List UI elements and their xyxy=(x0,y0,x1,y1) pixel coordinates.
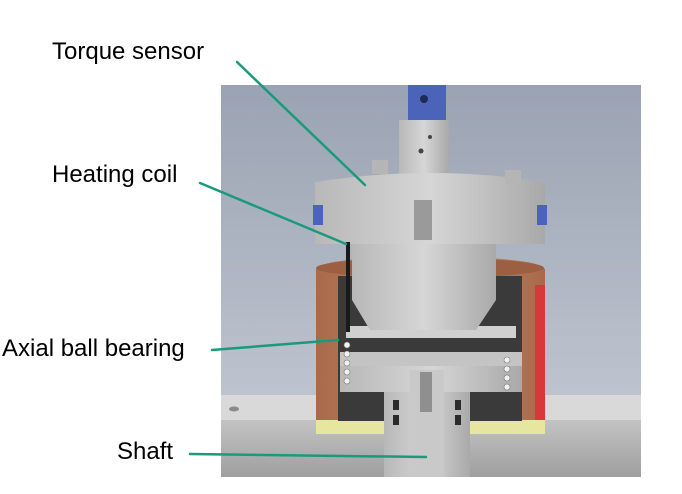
flange-bolt-right xyxy=(505,170,521,184)
flange-bolt-left xyxy=(372,160,388,174)
base-hole xyxy=(229,406,239,412)
shaft-bearing-balls xyxy=(393,400,461,425)
coil-wire xyxy=(346,242,350,332)
sensor-body xyxy=(352,244,496,330)
leader-torque-sensor xyxy=(235,60,367,187)
label-torque-sensor: Torque sensor xyxy=(52,38,205,65)
sensor-body-slot xyxy=(414,200,432,240)
coupling-screw xyxy=(420,95,428,103)
neck-hole xyxy=(418,148,424,154)
leader-axial-ball-bearing xyxy=(210,338,340,352)
leader-lines xyxy=(188,60,428,459)
label-shaft: Shaft xyxy=(117,438,174,465)
shaft-slot xyxy=(420,372,432,412)
neck-hole xyxy=(428,135,432,139)
leader-shaft xyxy=(188,452,428,459)
label-axial-ball-bearing: Axial ball bearing xyxy=(2,335,185,362)
flange-blue-insert-right xyxy=(537,205,547,225)
heater-element xyxy=(535,285,545,428)
coupling-tab xyxy=(408,85,446,125)
bearing-balls xyxy=(343,341,511,391)
sensor-neck xyxy=(399,120,449,174)
label-heating-coil: Heating coil xyxy=(52,161,178,188)
leader-heating-coil xyxy=(198,181,348,246)
flange-blue-insert-left xyxy=(313,205,323,225)
bearing-lower-race xyxy=(340,352,522,366)
